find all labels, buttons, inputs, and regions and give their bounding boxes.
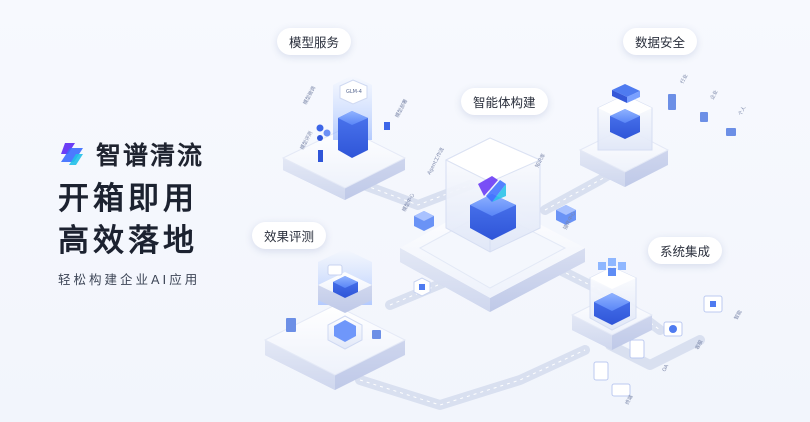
zhipu-qingliu-logo-icon — [61, 143, 83, 165]
svg-text:GLM-4: GLM-4 — [346, 89, 362, 95]
svg-text:终端: 终端 — [624, 394, 635, 406]
model-service-platform: GLM-4 模型微调 模型部署 模型评测 — [281, 75, 410, 200]
tagline: 轻松构建企业AI应用 — [58, 272, 201, 287]
headline-line-1: 开箱即用 — [58, 181, 198, 217]
svg-text:个人: 个人 — [737, 105, 747, 117]
agent-build-platform: 模型中心 Agent工作流 知识库 插件中心 — [400, 137, 585, 312]
data-security-platform: 行业 企业 个人 — [578, 73, 747, 187]
data-security-label: 数据安全 — [623, 28, 698, 55]
system-integration-label: 系统集成 — [648, 237, 723, 264]
svg-text:模型部署: 模型部署 — [394, 98, 410, 119]
brand-name: 智谱清流 — [96, 141, 205, 170]
link-cube — [413, 277, 431, 297]
svg-text:智能: 智能 — [733, 309, 744, 321]
svg-text:模型微调: 模型微调 — [302, 85, 318, 106]
svg-text:OA: OA — [661, 363, 670, 373]
system-integration-platform: OA 客服 智能 终端 — [570, 258, 744, 406]
svg-text:客服: 客服 — [694, 339, 705, 351]
effect-evaluation-platform — [263, 249, 407, 390]
brand: 智谱清流 — [58, 136, 204, 172]
model-service-label: 模型服务 — [277, 28, 352, 55]
svg-text:企业: 企业 — [709, 89, 720, 101]
svg-text:行业: 行业 — [679, 73, 690, 85]
svg-text:Agent工作流: Agent工作流 — [426, 146, 446, 176]
effect-evaluation-label: 效果评测 — [252, 222, 327, 249]
agent-build-label: 智能体构建 — [461, 88, 548, 115]
headline-line-2: 高效落地 — [58, 223, 198, 259]
